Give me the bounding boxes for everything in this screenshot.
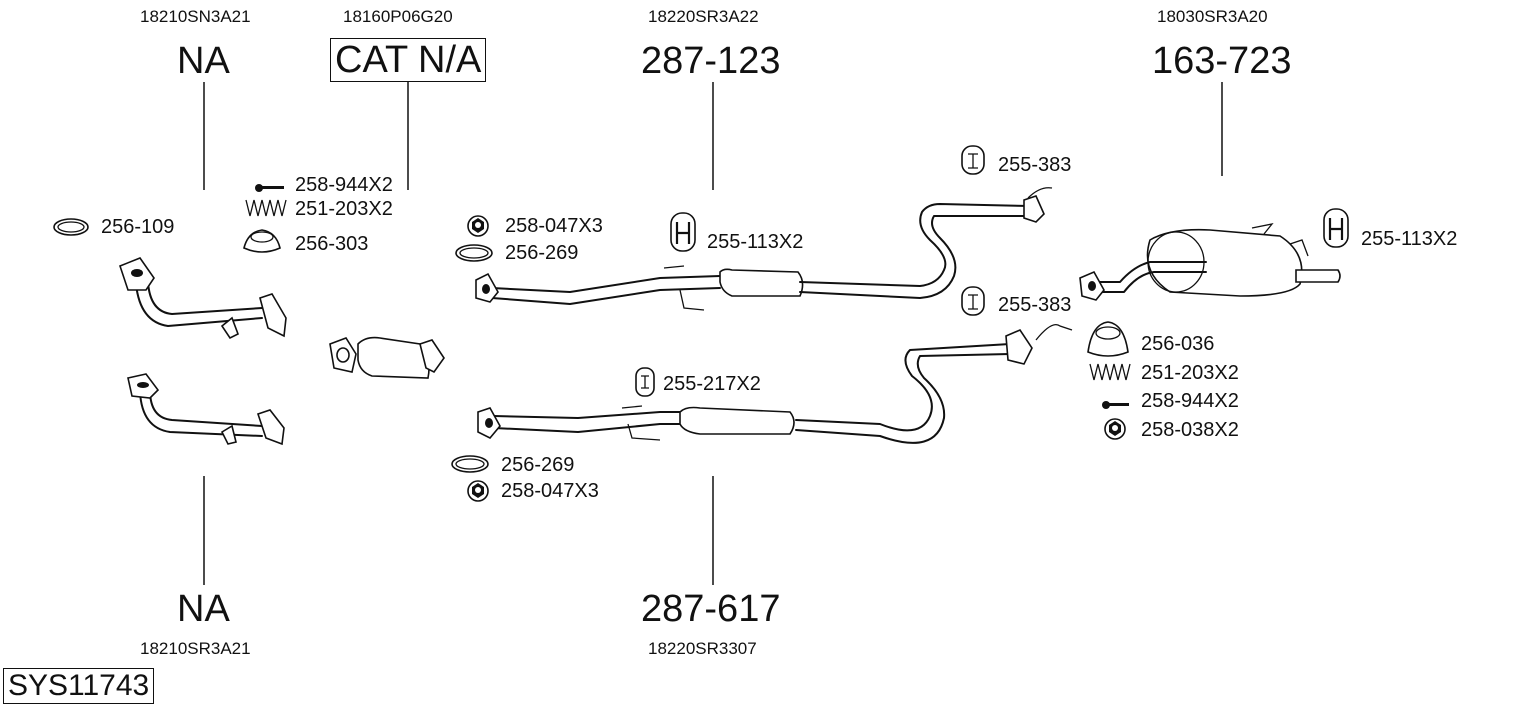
fitting-label-255-383[interactable]: 255-383 (998, 294, 1072, 316)
fitting-label-256-269[interactable]: 256-269 (505, 242, 579, 264)
fitting-label-255-383[interactable]: 255-383 (998, 154, 1072, 176)
part-number-catalyst[interactable]: CAT N/A (330, 38, 487, 82)
leader-lines (203, 82, 1223, 585)
gasket-ring-icon (455, 244, 493, 262)
part-number-center-pipe-bottom[interactable]: 287-617 (641, 588, 781, 630)
bolt-icon (1102, 401, 1129, 409)
fitting-label-258-944x2[interactable]: 258-944X2 (1141, 390, 1239, 412)
rubber-mount-icon (635, 367, 655, 397)
fitting-label-255-113x2[interactable]: 255-113X2 (707, 231, 804, 253)
spring-icon (1089, 363, 1131, 381)
part-number-center-pipe-top[interactable]: 287-123 (641, 40, 781, 82)
gasket-ring-icon (451, 455, 489, 473)
oem-number-front-pipe-top: 18210SN3A21 (140, 7, 251, 26)
flange-nut-icon (467, 215, 489, 237)
spring-icon (245, 199, 287, 217)
rubber-mount-icon (961, 145, 985, 175)
oem-number-front-pipe-bottom: 18210SR3A21 (140, 639, 251, 658)
gasket-ring-icon (53, 218, 89, 236)
flange-nut-icon (467, 480, 489, 502)
fitting-label-256-036[interactable]: 256-036 (1141, 333, 1215, 355)
oem-number-rear-silencer: 18030SR3A20 (1157, 7, 1268, 26)
fitting-label-255-113x2[interactable]: 255-113X2 (1361, 228, 1458, 250)
center-pipe-top-drawing (475, 187, 1053, 311)
fitting-label-255-217x2[interactable]: 255-217X2 (663, 373, 761, 395)
system-id-label: SYS11743 (3, 668, 155, 704)
part-number-front-pipe-top[interactable]: NA (177, 40, 230, 82)
fitting-label-256-269[interactable]: 256-269 (501, 454, 575, 476)
rear-silencer-drawing (1079, 223, 1341, 301)
rubber-hanger-icon (670, 212, 696, 252)
bolt-icon (255, 184, 284, 192)
fitting-label-258-038x2[interactable]: 258-038X2 (1141, 419, 1239, 441)
part-number-rear-silencer[interactable]: 163-723 (1152, 40, 1292, 82)
fitting-label-256-303[interactable]: 256-303 (295, 233, 369, 255)
front-pipe-bottom-drawing (127, 373, 285, 446)
cone-gasket-icon (243, 229, 281, 253)
catalyst-drawing (329, 336, 445, 379)
cone-gasket-icon (1087, 321, 1129, 357)
flange-nut-icon (1104, 418, 1126, 440)
fitting-label-256-109[interactable]: 256-109 (101, 216, 175, 238)
oem-number-center-pipe-top: 18220SR3A22 (648, 7, 759, 26)
fitting-label-258-944x2[interactable]: 258-944X2 (295, 174, 393, 196)
fitting-label-251-203x2[interactable]: 251-203X2 (295, 198, 393, 220)
fitting-label-258-047x3[interactable]: 258-047X3 (501, 480, 599, 502)
rubber-mount-icon (961, 286, 985, 316)
front-pipe-top-drawing (119, 257, 287, 340)
center-pipe-bottom-drawing (477, 323, 1073, 444)
fitting-label-251-203x2[interactable]: 251-203X2 (1141, 362, 1239, 384)
fitting-label-258-047x3[interactable]: 258-047X3 (505, 215, 603, 237)
oem-number-catalyst: 18160P06G20 (343, 7, 453, 26)
part-number-front-pipe-bottom[interactable]: NA (177, 588, 230, 630)
oem-number-center-pipe-bottom: 18220SR3307 (648, 639, 757, 658)
rubber-hanger-icon (1323, 208, 1349, 248)
